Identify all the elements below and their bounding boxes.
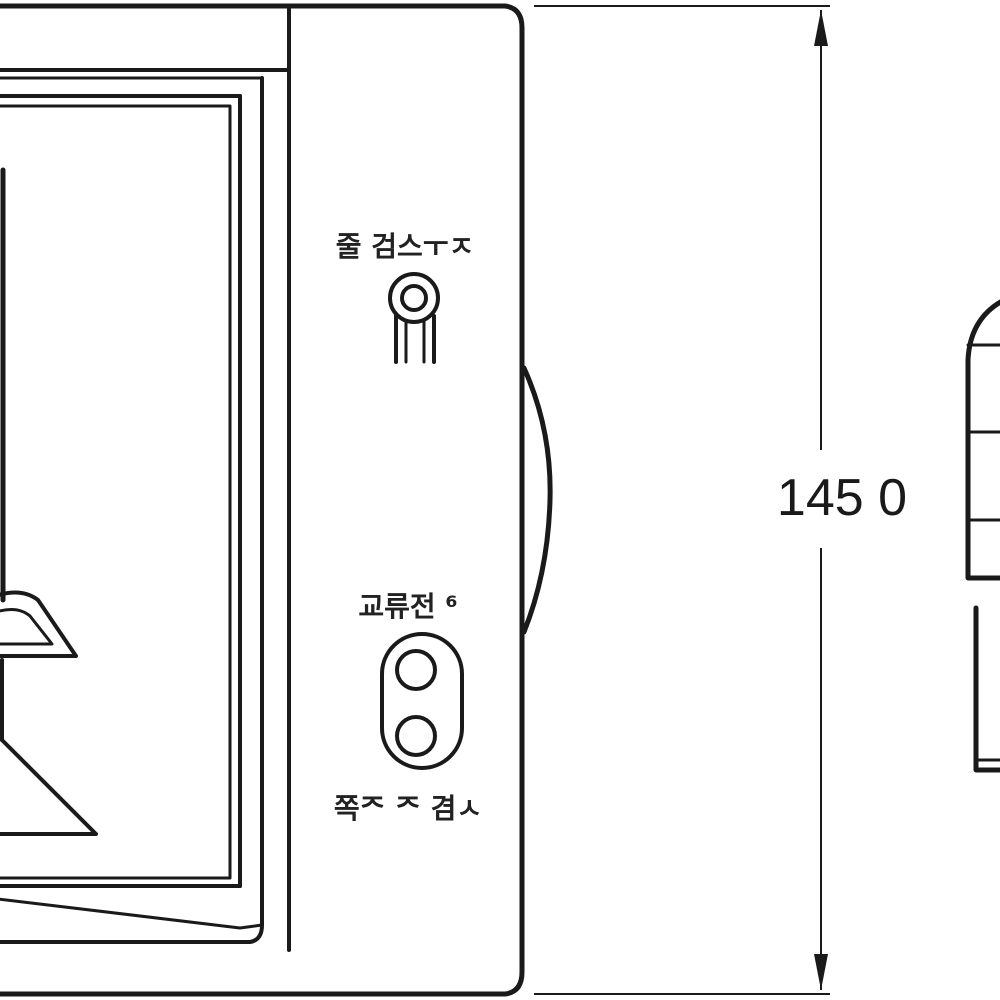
control-knob-icon[interactable] bbox=[388, 272, 440, 364]
twin-jack-icon[interactable] bbox=[380, 632, 464, 770]
side-view bbox=[965, 299, 1000, 773]
pictogram-base bbox=[0, 738, 98, 836]
dimension-arrow-bottom bbox=[814, 954, 828, 990]
display-bezel-slant bbox=[0, 897, 264, 930]
pictogram-cone bbox=[0, 590, 78, 658]
display-bezel bbox=[0, 76, 264, 944]
display-window-outer bbox=[0, 94, 242, 888]
side-view-bottom bbox=[973, 605, 1000, 773]
top-control-label: 줄 검스ㅜㅈ bbox=[336, 230, 475, 263]
control-strip: 줄 검스ㅜㅈ 교류전 ⁶ 쪽ᄌ ᄌ 겸ㅅ bbox=[334, 230, 482, 825]
housing-outline bbox=[0, 3, 525, 997]
display-window-inner bbox=[0, 104, 232, 880]
height-dimension bbox=[534, 5, 830, 995]
dimension-value: 145 0 bbox=[777, 469, 907, 527]
side-latch bbox=[521, 365, 553, 635]
bottom-control-label: 쪽ᄌ ᄌ 겸ㅅ bbox=[334, 792, 482, 825]
front-view bbox=[0, 3, 553, 997]
side-view-top bbox=[965, 299, 1000, 581]
middle-control-label: 교류전 ⁶ bbox=[358, 590, 457, 623]
pictogram-cone-inner bbox=[0, 608, 54, 646]
dimension-arrow-top bbox=[814, 10, 828, 46]
